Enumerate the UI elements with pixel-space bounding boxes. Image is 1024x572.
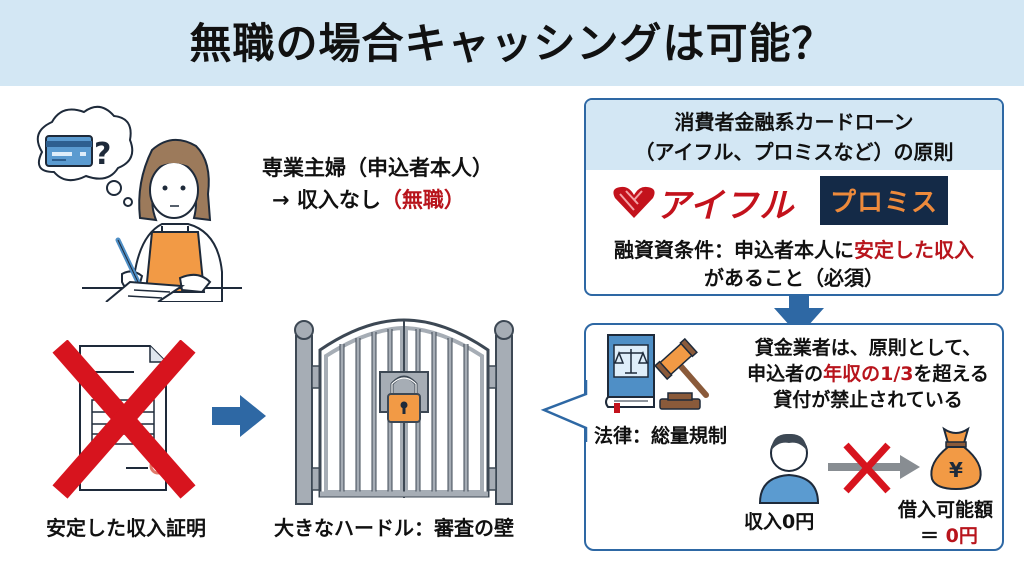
unemployed-highlight: （無職） xyxy=(380,188,465,212)
aiful-heart-icon xyxy=(613,186,655,218)
loan-condition-line1: 融資資条件：申込者本人に安定した収入 xyxy=(586,234,1002,263)
rule-line3: 貸付が禁止されている xyxy=(773,389,963,411)
credit-card-icon xyxy=(45,135,93,167)
law-label: 法律：総量規制 xyxy=(594,425,728,447)
aiful-brand-name: アイフル xyxy=(656,186,795,226)
zero-yen-highlight: 0円 xyxy=(945,525,978,547)
consumer-finance-header-line2: （アイフル、プロミスなど）の原則 xyxy=(634,140,954,164)
promise-logo: プロミス xyxy=(820,176,949,225)
one-third-income-highlight: 年収の1/3 xyxy=(823,363,914,385)
consumer-finance-box: 消費者金融系カードローン （アイフル、プロミスなど）の原則 アイフル プロミス … xyxy=(584,98,1004,296)
housewife-illustration: ? xyxy=(36,105,242,302)
person-icon xyxy=(758,433,820,504)
rule-line1: 貸金業者は、原則として、 xyxy=(754,337,982,359)
consumer-finance-header xyxy=(586,100,1002,170)
rule-line2-prefix: 申込者の xyxy=(747,363,824,385)
blocked-arrow-icon xyxy=(828,442,920,494)
question-mark-icon: ? xyxy=(94,137,111,172)
money-bag-icon: ¥ xyxy=(930,426,982,491)
gate-label: 大きなハードル：審査の壁 xyxy=(274,516,514,540)
applicant-status-line1: 専業主婦（申込者本人） xyxy=(262,156,493,180)
income-proof-label: 安定した収入証明 xyxy=(46,516,206,540)
speech-pointer xyxy=(540,380,588,442)
total-volume-regulation-box: 法律：総量規制 貸金業者は、原則として、 申込者の年収の1/3を超える 貸付が禁… xyxy=(584,323,1004,551)
borrowable-amount-label: 借入可能額 xyxy=(898,499,994,521)
aiful-logo: アイフル xyxy=(612,178,794,227)
borrowable-amount-value: ＝ 0円 xyxy=(920,521,978,548)
gavel-icon xyxy=(654,337,709,410)
loan-condition-line2: があること（必須） xyxy=(704,266,884,290)
income-zero-label: 収入0円 xyxy=(744,511,815,533)
rule-line2-suffix: を超える xyxy=(913,363,989,385)
law-book-icon xyxy=(605,334,709,413)
applicant-status-line2: → 収入なし（無職） xyxy=(272,184,465,214)
scales-icon xyxy=(613,344,649,378)
padlock-icon xyxy=(387,375,421,423)
no-income-text: → 収入なし xyxy=(272,188,381,212)
loan-condition-prefix: 融資資条件：申込者本人に xyxy=(614,238,854,262)
arrow-right-icon xyxy=(212,395,266,437)
housewife-writing-icon xyxy=(82,139,242,302)
consumer-finance-header-line1: 消費者金融系カードローン xyxy=(674,110,914,134)
page-title: 無職の場合キャッシングは可能？ xyxy=(189,19,835,68)
locked-gate-icon xyxy=(294,318,514,505)
rule-line2: 申込者の年収の1/3を超える xyxy=(728,359,1008,386)
equals-sign: ＝ xyxy=(920,525,946,547)
crossed-document xyxy=(52,340,196,499)
header-band xyxy=(0,0,1024,86)
red-x-icon xyxy=(52,340,196,499)
yen-symbol: ¥ xyxy=(949,458,963,482)
arrow-down-icon xyxy=(774,294,824,336)
stable-income-highlight: 安定した収入 xyxy=(854,238,974,262)
